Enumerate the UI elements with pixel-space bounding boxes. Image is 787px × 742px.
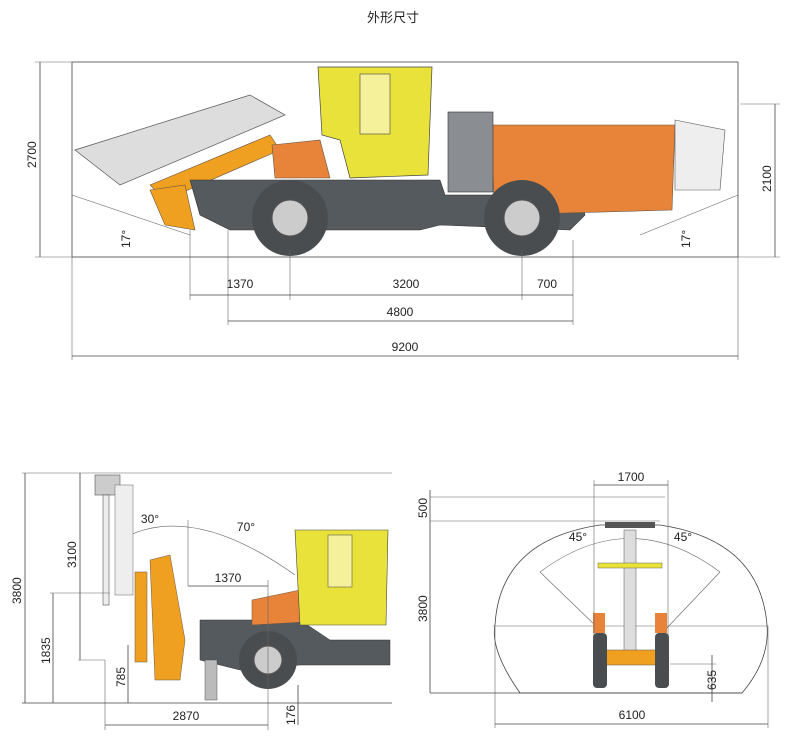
- dim-height-total: 2700: [25, 141, 39, 168]
- boom: [149, 554, 186, 681]
- drawing-title: 外形尺寸: [367, 10, 419, 25]
- dim-angle-left: 45°: [569, 530, 587, 544]
- dim-feed-length: 3100: [65, 541, 79, 568]
- dim-reach-2870: 2870: [173, 709, 200, 723]
- dim-angle-right: 45°: [674, 530, 692, 544]
- dim-angle-rear: 17°: [679, 230, 693, 248]
- dim-height-rear: 2100: [760, 165, 774, 192]
- dim-reach-1370: 1370: [215, 571, 242, 585]
- coverage-profile: [493, 524, 768, 694]
- machine-side: [74, 66, 726, 256]
- dim-low-635: 635: [705, 670, 719, 690]
- dim-rear-overhang: 700: [537, 277, 557, 291]
- dim-pivot-height: 1835: [39, 637, 53, 664]
- drill-feed: [74, 94, 286, 186]
- dim-height-3800: 3800: [416, 595, 430, 622]
- envelope-box: [71, 61, 739, 258]
- dim-coverage-width: 6100: [619, 708, 646, 722]
- front-view: 1700 500 3800 45° 45° 635 6100: [416, 470, 769, 728]
- feed-column: [623, 529, 637, 661]
- dim-boom-to-rear: 4800: [387, 305, 414, 319]
- dim-height-total: 3800: [10, 577, 24, 604]
- dim-ground-clearance: 176: [284, 705, 298, 725]
- side-view: 2700 2100 17° 17° 1370 3200 700 4800 920…: [25, 61, 780, 360]
- machine-front: [593, 522, 669, 688]
- dim-angle-forward: 70°: [237, 520, 255, 534]
- dim-angle-front: 17°: [119, 230, 133, 248]
- dim-front-overhang: 1370: [227, 277, 254, 291]
- working-side-view: 3800 3100 1835 785 1370 2870 176 30° 70°: [10, 472, 392, 730]
- machine-working: [94, 474, 391, 701]
- dim-top-500: 500: [416, 498, 430, 518]
- dim-wheelbase: 3200: [393, 277, 420, 291]
- dim-width-1700: 1700: [618, 470, 645, 484]
- vertical-feed: [102, 494, 110, 606]
- dim-low-height: 785: [114, 667, 128, 687]
- dim-angle-back: 30°: [141, 512, 159, 526]
- dim-length-total: 9200: [392, 340, 419, 354]
